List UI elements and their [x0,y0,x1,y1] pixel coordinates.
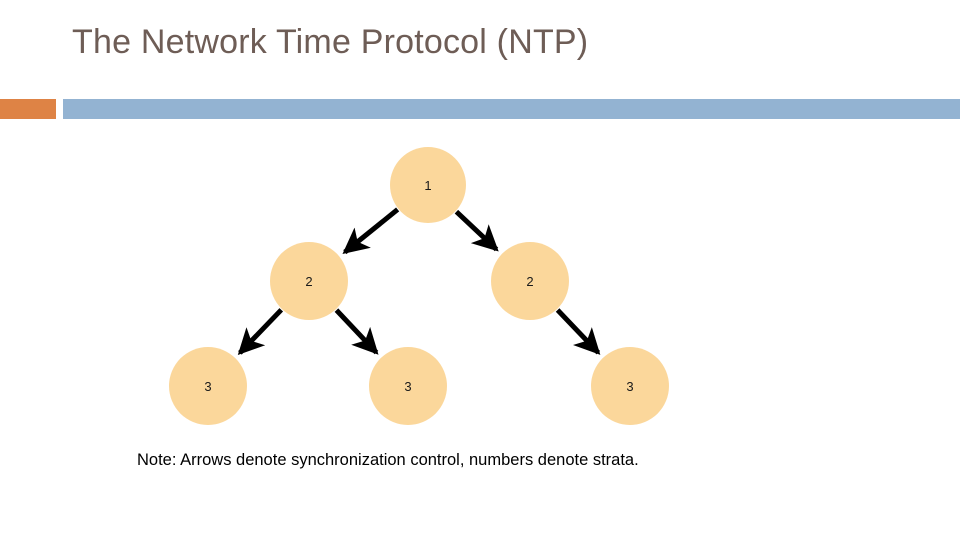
node-layer: 1 2 2 3 3 3 [169,147,669,425]
node-label: 2 [526,274,533,289]
diagram-note: Note: Arrows denote synchronization cont… [137,451,639,469]
arrow-2a-to-3a [237,308,284,356]
diagram-node-stratum-1: 1 [390,147,466,223]
divider-bar [63,99,960,119]
node-label: 3 [626,379,633,394]
node-circle [591,347,669,425]
diagram-node-stratum-3-a: 3 [169,347,247,425]
page-title: The Network Time Protocol (NTP) [72,23,589,61]
arrow-1-to-2b [454,209,499,252]
arrow-2b-to-3c [555,308,601,355]
title-divider [0,99,960,119]
node-label: 1 [424,178,431,193]
node-circle [390,147,466,223]
node-label: 3 [404,379,411,394]
diagram-node-stratum-3-c: 3 [591,347,669,425]
arrow-2a-to-3b [334,308,379,355]
node-circle [169,347,247,425]
arrow-layer [237,207,601,356]
divider-accent-block [0,99,56,119]
node-label: 2 [305,274,312,289]
arrow-1-to-2a [342,207,400,255]
diagram-node-stratum-2-b: 2 [491,242,569,320]
node-circle [270,242,348,320]
node-label: 3 [204,379,211,394]
diagram-node-stratum-2-a: 2 [270,242,348,320]
node-circle [369,347,447,425]
diagram-node-stratum-3-b: 3 [369,347,447,425]
node-circle [491,242,569,320]
